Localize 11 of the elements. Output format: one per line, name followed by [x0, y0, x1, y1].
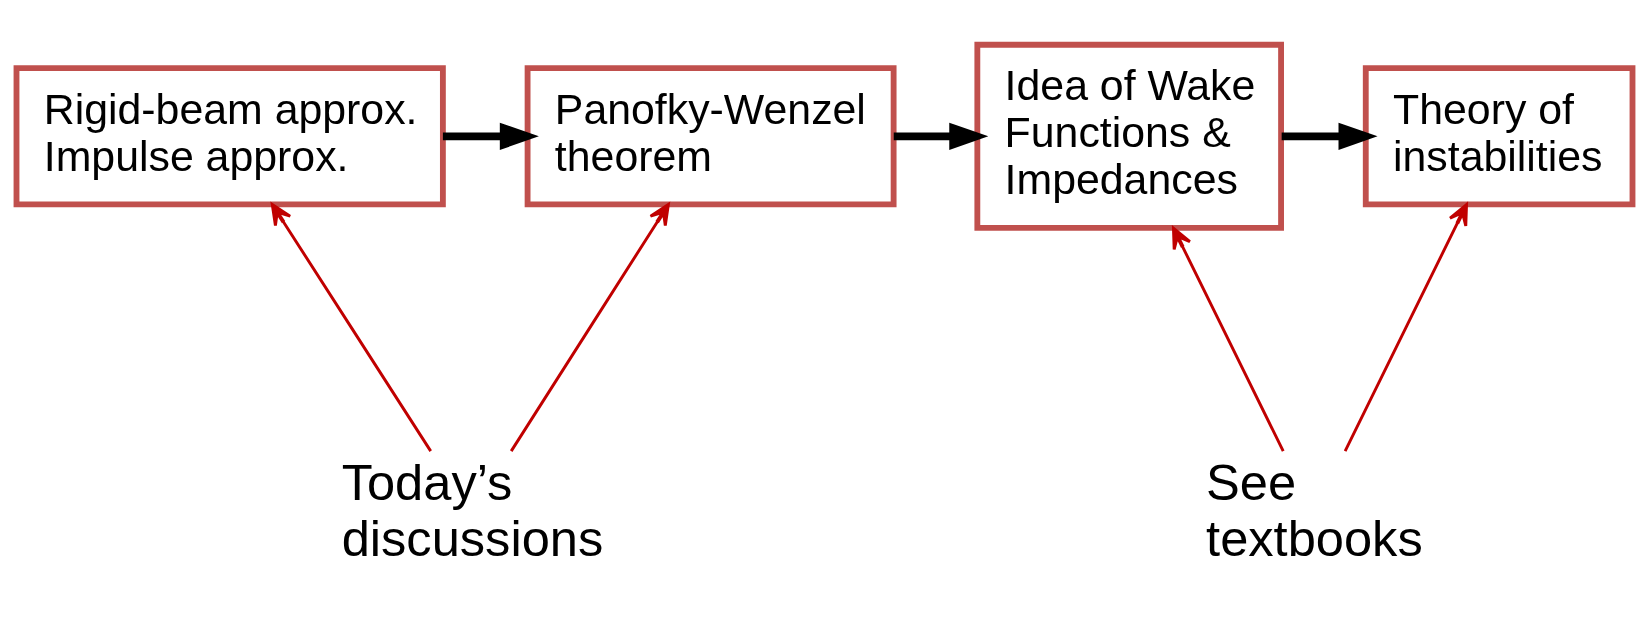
node-box: Rigid-beam approx. Impulse approx. [13, 65, 446, 208]
arrow [509, 203, 670, 452]
node-box: Panofky-Wenzel theorem [524, 65, 897, 208]
node-text: Today’s discussions [341, 454, 604, 568]
node-box: Idea of Wake Functions & Impedances [974, 41, 1284, 231]
node-text: See textbooks [1206, 454, 1423, 568]
arrow [1172, 226, 1285, 452]
node-box: Theory of instabilities [1362, 65, 1636, 208]
arrow [442, 122, 539, 150]
arrow [270, 203, 432, 452]
arrow [1343, 203, 1468, 452]
